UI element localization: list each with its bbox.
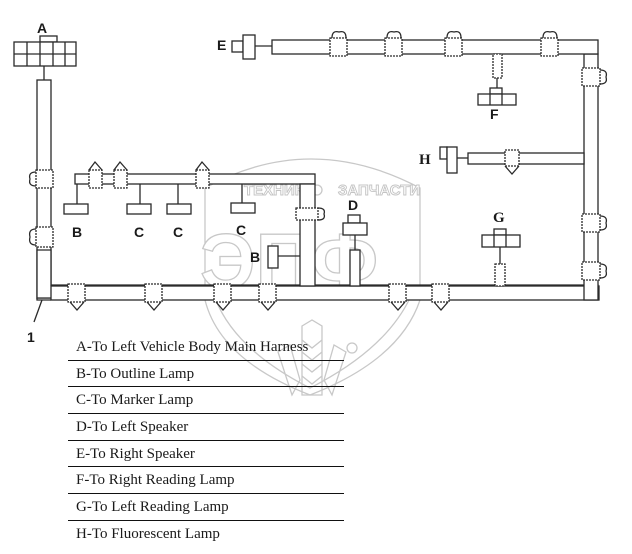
label-a: A <box>37 20 47 36</box>
callout-1: 1 <box>27 299 43 345</box>
watermark-shield-inner <box>214 297 411 389</box>
label-h: H <box>419 152 431 168</box>
label-g: G <box>493 210 505 226</box>
callout-number: 1 <box>27 329 35 345</box>
watermark-shield-outline <box>204 158 421 396</box>
label-e: E <box>217 37 226 53</box>
label-b-middle: B <box>250 249 260 265</box>
label-c-1: C <box>134 224 144 240</box>
watermark-right-text: ЗАПЧАСТИ <box>338 182 420 199</box>
connector-h: H <box>419 146 585 175</box>
watermark-left-text: ТЕХНИКА <box>244 182 315 199</box>
harness-trunk-top: E <box>217 30 599 60</box>
clip-row-bottom <box>67 283 450 311</box>
connector-d: D <box>342 197 368 287</box>
legend-row-f: F-To Right Reading Lamp <box>68 467 344 495</box>
connector-f: F <box>477 53 517 122</box>
legend-table: A-To Left Vehicle Body Main Harness B-To… <box>68 334 344 548</box>
legend-row-e: E-To Right Speaker <box>68 441 344 468</box>
harness-branch-inner: B C C C B <box>63 160 326 287</box>
label-b-left: B <box>72 224 82 240</box>
legend-row-g: G-To Left Reading Lamp <box>68 494 344 521</box>
harness-trunk-bottom <box>36 249 600 311</box>
legend-row-d: D-To Left Speaker <box>68 414 344 441</box>
connector-a: A <box>13 20 77 80</box>
legend-row-b: B-To Outline Lamp <box>68 361 344 388</box>
harness-trunk-right <box>581 53 608 301</box>
legend-row-a: A-To Left Vehicle Body Main Harness <box>68 334 344 361</box>
label-c-2: C <box>173 224 183 240</box>
label-f: F <box>490 106 499 122</box>
label-d: D <box>348 197 358 213</box>
connector-g: G <box>481 210 521 287</box>
legend-row-h: H-To Fluorescent Lamp <box>76 525 220 542</box>
legend-row-c: C-To Marker Lamp <box>68 387 344 415</box>
label-c-3: C <box>236 222 246 238</box>
